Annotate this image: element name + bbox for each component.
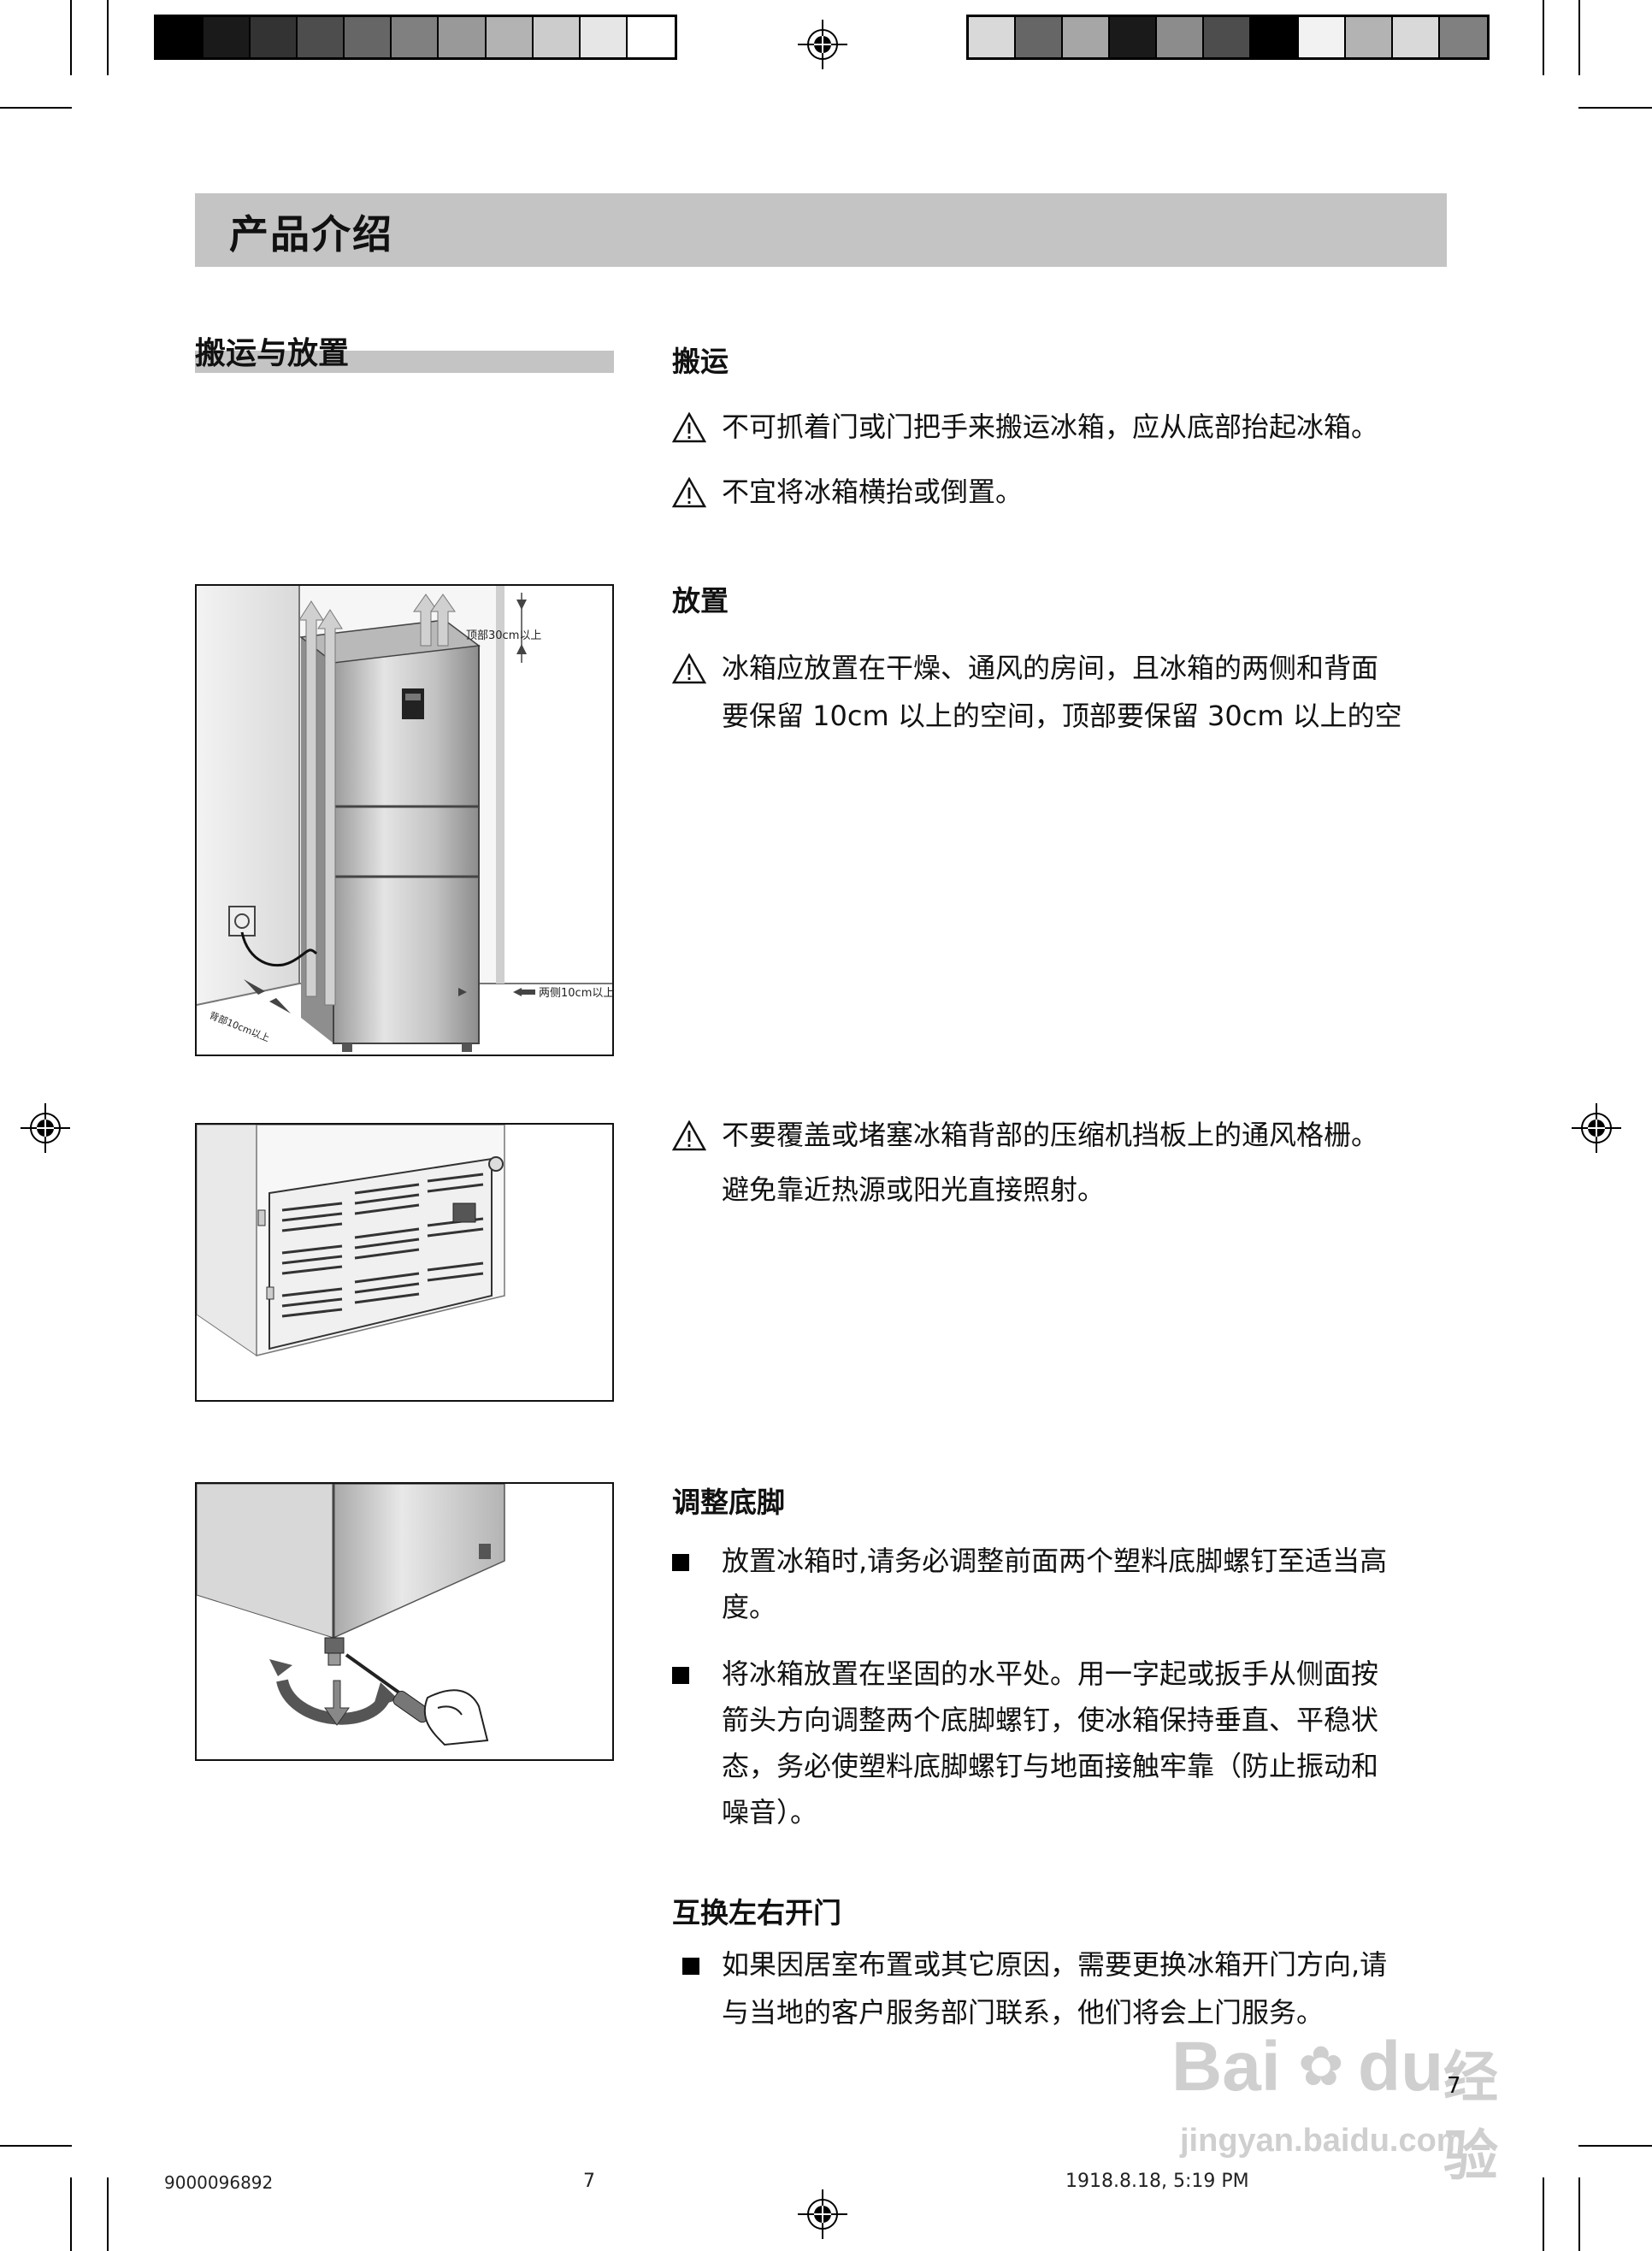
section-title: 产品介绍 xyxy=(229,211,393,257)
color-swatch xyxy=(1392,17,1440,57)
crop-mark xyxy=(70,2177,72,2251)
feet-item-2-line-3: 态，务必使塑料底脚螺钉与地面接触牢靠（防止振动和 xyxy=(722,1750,1379,1782)
crop-mark xyxy=(1543,0,1544,75)
placement-heading: 放置 xyxy=(672,584,729,617)
warning-icon xyxy=(672,412,706,443)
subsection-underline-band xyxy=(195,351,614,373)
watermark-cn: 经验 xyxy=(1443,2047,1498,2189)
registration-mark-left xyxy=(21,1103,70,1153)
footer-timestamp: 1918.8.18, 5:19 PM xyxy=(1065,2171,1249,2192)
color-swatch xyxy=(1251,17,1299,57)
color-swatch xyxy=(533,17,581,57)
registration-mark-right xyxy=(1572,1103,1621,1153)
crop-mark xyxy=(1578,2145,1652,2147)
footer-code: 9000096892 xyxy=(164,2172,274,2193)
transport-warning-1: 不可抓着门或门把手来搬运冰箱，应从底部抬起冰箱。 xyxy=(722,411,1379,443)
label-top-clearance: 顶部30cm以上 xyxy=(466,629,541,642)
crop-mark xyxy=(1578,107,1652,109)
figure-adjust-feet xyxy=(195,1482,614,1761)
color-swatch xyxy=(969,17,1017,57)
color-swatch xyxy=(156,17,204,57)
color-swatch xyxy=(1016,17,1064,57)
feet-item-2-line-2: 箭头方向调整两个底脚螺钉，使冰箱保持垂直、平稳状 xyxy=(722,1704,1379,1736)
bullet-icon xyxy=(682,1958,699,1975)
color-swatch xyxy=(1063,17,1111,57)
crop-mark xyxy=(1578,0,1580,75)
transport-warning-2: 不宜将冰箱横抬或倒置。 xyxy=(722,476,1024,508)
feet-item-2-line-4: 噪音）。 xyxy=(722,1796,818,1829)
feet-item-1-line-1: 放置冰箱时,请务必调整前面两个塑料底脚螺钉至适当高 xyxy=(722,1545,1388,1577)
placement-warning-line-2: 要保留 10cm 以上的空间，顶部要保留 30cm 以上的空 xyxy=(722,700,1402,732)
bullet-icon xyxy=(672,1667,689,1684)
color-bar-right xyxy=(966,15,1490,60)
transport-heading: 搬运 xyxy=(672,345,729,378)
registration-mark-bottom xyxy=(798,2189,847,2239)
color-swatch xyxy=(204,17,251,57)
warning-icon xyxy=(672,1120,706,1151)
color-swatch xyxy=(345,17,392,57)
door-item-line-2: 与当地的客户服务部门联系，他们将会上门服务。 xyxy=(722,1996,1325,2029)
crop-mark xyxy=(1543,2177,1544,2251)
label-side-clearance: 两侧10cm以上 xyxy=(539,987,612,1000)
color-swatch xyxy=(1298,17,1346,57)
watermark-url: jingyan.baidu.com xyxy=(1180,2123,1466,2159)
adjust-feet-illustration xyxy=(197,1484,612,1759)
feet-heading: 调整底脚 xyxy=(672,1486,785,1519)
placement-warning-line-1: 冰箱应放置在干燥、通风的房间，且冰箱的两侧和背面 xyxy=(722,652,1379,684)
watermark-brand-suffix: du xyxy=(1358,2028,1444,2106)
watermark-brand: Bai xyxy=(1171,2028,1281,2106)
ventilation-warning-line-1: 不要覆盖或堵塞冰箱背部的压缩机挡板上的通风格栅。 xyxy=(722,1119,1379,1151)
door-item-line-1: 如果因居室布置或其它原因，需要更换冰箱开门方向,请 xyxy=(722,1948,1388,1981)
crop-mark xyxy=(107,0,109,75)
crop-mark xyxy=(107,2177,109,2251)
warning-icon xyxy=(672,477,706,508)
figure-fridge-placement: 顶部30cm以上 两侧10cm以上 背部10cm以上 xyxy=(195,584,614,1056)
fridge-placement-illustration: 顶部30cm以上 两侧10cm以上 背部10cm以上 xyxy=(197,586,612,1055)
crop-mark xyxy=(0,2145,72,2147)
ventilation-warning-line-2: 避免靠近热源或阳光直接照射。 xyxy=(722,1173,1106,1206)
footer-page: 7 xyxy=(583,2171,595,2192)
color-swatch xyxy=(251,17,298,57)
warning-icon xyxy=(672,653,706,684)
color-swatch xyxy=(1204,17,1252,57)
color-swatch xyxy=(439,17,487,57)
page-number: 7 xyxy=(1447,2073,1461,2099)
color-swatch xyxy=(486,17,534,57)
section-title-bar xyxy=(195,193,1447,267)
color-bar-left xyxy=(154,15,677,60)
rear-grille-illustration xyxy=(197,1125,612,1400)
crop-mark xyxy=(1578,2177,1580,2251)
figure-rear-grille xyxy=(195,1123,614,1402)
registration-mark-top xyxy=(798,20,847,69)
bullet-icon xyxy=(672,1554,689,1571)
paw-icon: ✿ xyxy=(1298,2035,1344,2099)
color-swatch xyxy=(298,17,345,57)
crop-mark xyxy=(70,0,72,75)
color-swatch xyxy=(392,17,440,57)
subsection-title: 搬运与放置 xyxy=(195,336,350,371)
feet-item-2-line-1: 将冰箱放置在坚固的水平处。用一字起或扳手从侧面按 xyxy=(722,1657,1379,1690)
feet-item-1-line-2: 度。 xyxy=(722,1591,777,1623)
color-swatch xyxy=(627,17,675,57)
color-swatch xyxy=(1439,17,1487,57)
color-swatch xyxy=(580,17,628,57)
color-swatch xyxy=(1110,17,1158,57)
crop-mark xyxy=(0,107,72,109)
door-heading: 互换左右开门 xyxy=(672,1896,841,1929)
color-swatch xyxy=(1157,17,1205,57)
color-swatch xyxy=(1345,17,1393,57)
baidu-watermark: Bai ✿ du 经验 jingyan.baidu.com xyxy=(1171,2027,1548,2189)
